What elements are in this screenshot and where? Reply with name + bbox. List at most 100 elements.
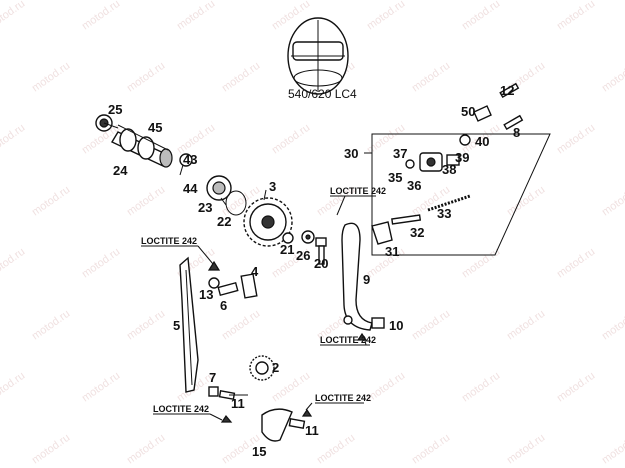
part-number-25: 25 — [108, 102, 122, 117]
watermark-text: motod.ru — [555, 246, 597, 281]
part-number-43: 43 — [183, 152, 197, 167]
watermark-text: motod.ru — [505, 308, 547, 343]
lower-guide-piece — [261, 408, 313, 442]
watermark-text: motod.ru — [315, 432, 357, 467]
watermark-text: motod.ru — [365, 370, 407, 405]
part-number-23: 23 — [198, 200, 212, 215]
loctite-label: LOCTITE 242 — [330, 186, 386, 196]
part-number-12: 12 — [500, 83, 514, 98]
watermark-text: motod.ru — [0, 370, 27, 405]
part-number-37: 37 — [393, 146, 407, 161]
part-number-38: 38 — [442, 162, 456, 177]
watermark-text: motod.ru — [600, 308, 625, 343]
loctite-label: LOCTITE 242 — [320, 335, 376, 345]
part-number-13: 13 — [199, 287, 213, 302]
tensioner-parts — [405, 82, 524, 172]
loctite-callout-2: LOCTITE 242 — [330, 186, 386, 216]
part-number-50: 50 — [461, 104, 475, 119]
watermark-text: motod.ru — [410, 60, 452, 95]
part-number-22: 22 — [217, 214, 231, 229]
loctite-callout-4: LOCTITE 242 — [153, 404, 223, 421]
part-number-2: 2 — [272, 360, 279, 375]
leader-lines — [103, 122, 372, 396]
watermark-text: motod.ru — [555, 370, 597, 405]
part-number-11: 11 — [305, 423, 319, 438]
watermark-text: motod.ru — [175, 0, 217, 32]
watermark-text: motod.ru — [0, 246, 27, 281]
part-number-33: 33 — [437, 206, 451, 221]
part-number-8: 8 — [513, 125, 520, 140]
part-number-44: 44 — [183, 181, 198, 196]
watermark-text: motod.ru — [410, 308, 452, 343]
part-number-24: 24 — [113, 163, 128, 178]
loctite-label: LOCTITE 242 — [153, 404, 209, 414]
part-number-10: 10 — [389, 318, 403, 333]
watermark-text: motod.ru — [125, 308, 167, 343]
part-number-3: 3 — [269, 179, 276, 194]
watermark-text: motod.ru — [0, 0, 27, 32]
part-number-32: 32 — [410, 225, 424, 240]
part-number-20: 20 — [314, 256, 328, 271]
model-label: 540/620 LC4 — [288, 87, 357, 101]
tensioner-rail — [341, 222, 373, 331]
watermark-text: motod.ru — [555, 0, 597, 32]
watermark-text: motod.ru — [460, 370, 502, 405]
watermark-text: motod.ru — [80, 370, 122, 405]
sprocket-fasteners — [282, 230, 327, 265]
lower-fasteners — [208, 386, 236, 423]
tensioner-spring-and-plate — [371, 194, 471, 245]
watermark-text: motod.ru — [30, 184, 72, 219]
part-number-31: 31 — [385, 244, 399, 259]
part-number-7: 7 — [209, 370, 216, 385]
watermark-text: motod.ru — [600, 432, 625, 467]
watermark-text: motod.ru — [80, 0, 122, 32]
camshaft-assembly — [95, 114, 193, 168]
watermark-text: motod.ru — [30, 60, 72, 95]
watermark-text: motod.ru — [30, 432, 72, 467]
watermark-text: motod.ru — [555, 122, 597, 157]
watermark-text: motod.ru — [270, 122, 312, 157]
tensioner-assembly-box — [371, 133, 551, 256]
part-number-26: 26 — [296, 248, 310, 263]
watermark-text: motod.ru — [125, 432, 167, 467]
guide-rail — [179, 256, 199, 393]
loctite-label: LOCTITE 242 — [141, 236, 197, 246]
watermark-text: motod.ru — [410, 432, 452, 467]
crankshaft-sprocket — [249, 355, 275, 381]
watermark-text: motod.ru — [505, 184, 547, 219]
part-number-labels: 25 45 24 43 44 23 22 3 21 26 20 9 30 37 … — [108, 83, 520, 459]
part-number-6: 6 — [220, 298, 227, 313]
watermark-text: motod.ru — [460, 246, 502, 281]
part-number-15: 15 — [252, 444, 266, 459]
engine-head-illustration — [287, 17, 349, 95]
loctite-callout-5: LOCTITE 242 — [305, 393, 371, 411]
camshaft-sprocket — [243, 197, 293, 247]
part-number-21: 21 — [280, 242, 294, 257]
part-number-11: 11 — [231, 396, 245, 411]
watermark-text: motod.ru — [505, 432, 547, 467]
loctite-label: LOCTITE 242 — [315, 393, 371, 403]
rail-pivot-parts — [207, 260, 258, 299]
watermark-text: motod.ru — [30, 308, 72, 343]
bearing-assembly — [206, 175, 247, 216]
watermark-text: motod.ru — [600, 60, 625, 95]
loctite-callout-3: LOCTITE 242 — [320, 335, 376, 346]
watermark-text: motod.ru — [460, 0, 502, 32]
watermark-text: motod.ru — [600, 184, 625, 219]
part-number-30: 30 — [344, 146, 358, 161]
watermark-text: motod.ru — [0, 122, 27, 157]
watermark-text: motod.ru — [80, 246, 122, 281]
part-number-45: 45 — [148, 120, 162, 135]
watermark-text: motod.ru — [220, 60, 262, 95]
part-number-35: 35 — [388, 170, 402, 185]
part-number-4: 4 — [251, 264, 259, 279]
watermark-text: motod.ru — [365, 0, 407, 32]
part-number-39: 39 — [455, 150, 469, 165]
watermark-text: motod.ru — [125, 184, 167, 219]
part-number-40: 40 — [475, 134, 489, 149]
watermark-text: motod.ru — [125, 60, 167, 95]
loctite-callout-1: LOCTITE 242 — [141, 236, 214, 265]
part-number-9: 9 — [363, 272, 370, 287]
part-number-36: 36 — [407, 178, 421, 193]
